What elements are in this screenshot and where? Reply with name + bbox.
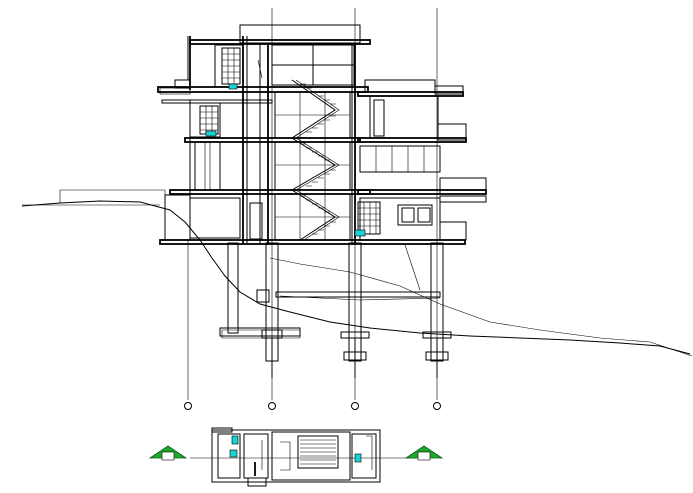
axis-marker-1 bbox=[184, 402, 192, 410]
plan-marker-left bbox=[148, 445, 188, 461]
axis-marker-4 bbox=[433, 402, 441, 410]
axis-markers bbox=[184, 402, 441, 410]
plan-marker-right bbox=[404, 445, 444, 461]
terrain-lines bbox=[21, 189, 693, 357]
axis-marker-3 bbox=[351, 402, 359, 410]
building-structure bbox=[157, 24, 487, 245]
foundation-piers bbox=[219, 242, 452, 378]
floor-plan-view bbox=[190, 427, 420, 487]
axis-marker-2 bbox=[268, 402, 276, 410]
